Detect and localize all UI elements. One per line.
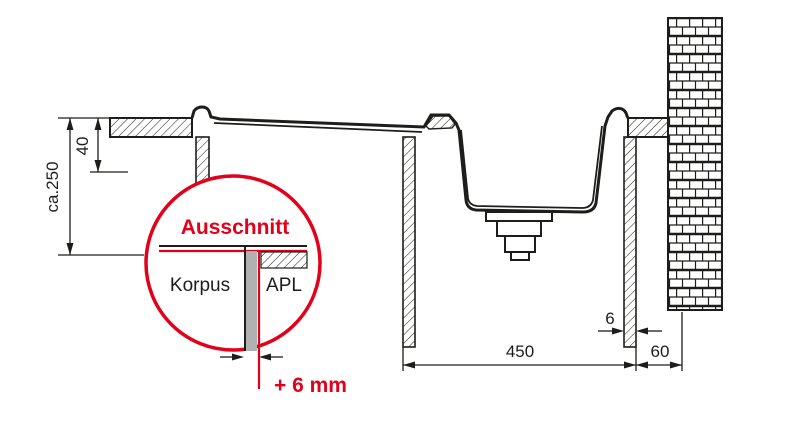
arrow-right-icon	[670, 361, 682, 369]
detail-offset-arrows	[220, 353, 283, 361]
dim-panel-gap	[598, 327, 662, 335]
cabinet-panel-right	[623, 136, 637, 348]
arrow-left-icon	[259, 353, 271, 361]
arrow-down-icon	[94, 160, 102, 172]
drain-assembly	[485, 211, 553, 261]
dim-panel-gap-label: 6	[605, 309, 614, 328]
detail-circle-group: Ausschnitt Korpus APL + 6 mm	[144, 174, 347, 397]
detail-offset-note: + 6 mm	[274, 374, 347, 397]
arrow-down-icon	[66, 243, 74, 255]
countertop-right	[627, 117, 669, 138]
arrow-right-icon	[232, 353, 244, 361]
arrow-up-icon	[66, 118, 74, 130]
arrow-left-icon	[403, 361, 415, 369]
detail-cabinet-label: Korpus	[170, 275, 230, 296]
dim-cabinet-width	[402, 312, 683, 371]
dim-wall-distance-label: 60	[651, 342, 670, 361]
dim-rim-height	[90, 118, 128, 173]
dim-cabinet-width-label: 450	[506, 342, 534, 361]
cabinet-panel-left	[402, 136, 416, 348]
arrow-right-icon	[624, 361, 636, 369]
drain-flange	[485, 211, 553, 222]
dim-overall-height-label: ca.250	[43, 161, 62, 212]
cabinet-panel-front-left	[195, 136, 210, 186]
sink-basin-inner-line	[460, 125, 603, 209]
drain-outlet	[510, 251, 530, 261]
drain-trap	[504, 235, 536, 253]
detail-countertop-label: APL	[266, 275, 302, 296]
wall-brick-hatch	[667, 17, 723, 311]
drain-body	[496, 220, 542, 237]
detail-circle	[144, 174, 322, 352]
arrow-left-icon	[636, 361, 648, 369]
sink-drainboard-inner-line	[213, 122, 423, 133]
dim-overall-height	[58, 117, 144, 256]
arrow-up-icon	[94, 118, 102, 130]
detail-apl-hatch	[260, 251, 308, 269]
detail-title: Ausschnitt	[181, 216, 290, 239]
wall-section	[667, 17, 723, 311]
arrow-left-icon	[636, 327, 648, 335]
detail-panel-bar	[245, 251, 257, 351]
sink-outer-contour	[190, 105, 630, 214]
arrow-right-icon	[612, 327, 624, 335]
countertop-left	[109, 117, 193, 138]
dim-rim-height-label: 40	[73, 137, 92, 156]
sink-profile	[190, 105, 630, 214]
